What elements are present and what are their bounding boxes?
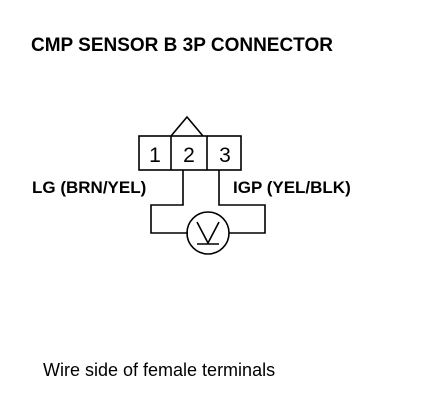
connector-housing (138, 115, 242, 171)
pin-1-label: 1 (149, 144, 161, 167)
connector-outline (138, 135, 242, 171)
voltmeter-icon (186, 211, 230, 255)
pin-3-label: 3 (219, 144, 231, 167)
diagram-title: CMP SENSOR B 3P CONNECTOR (31, 35, 333, 56)
wire-label-lg: LG (BRN/YEL) (32, 178, 146, 197)
diagram-caption: Wire side of female terminals (43, 360, 275, 380)
voltmeter-circle (186, 211, 230, 255)
connector-lock-tab (170, 115, 204, 137)
wire-label-igp: IGP (YEL/BLK) (233, 178, 351, 197)
pin-2-label: 2 (183, 144, 195, 167)
probe-wire-pin-3 (218, 170, 266, 234)
probe-wire-pin-1 (150, 170, 188, 234)
voltmeter-symbol (196, 221, 220, 245)
